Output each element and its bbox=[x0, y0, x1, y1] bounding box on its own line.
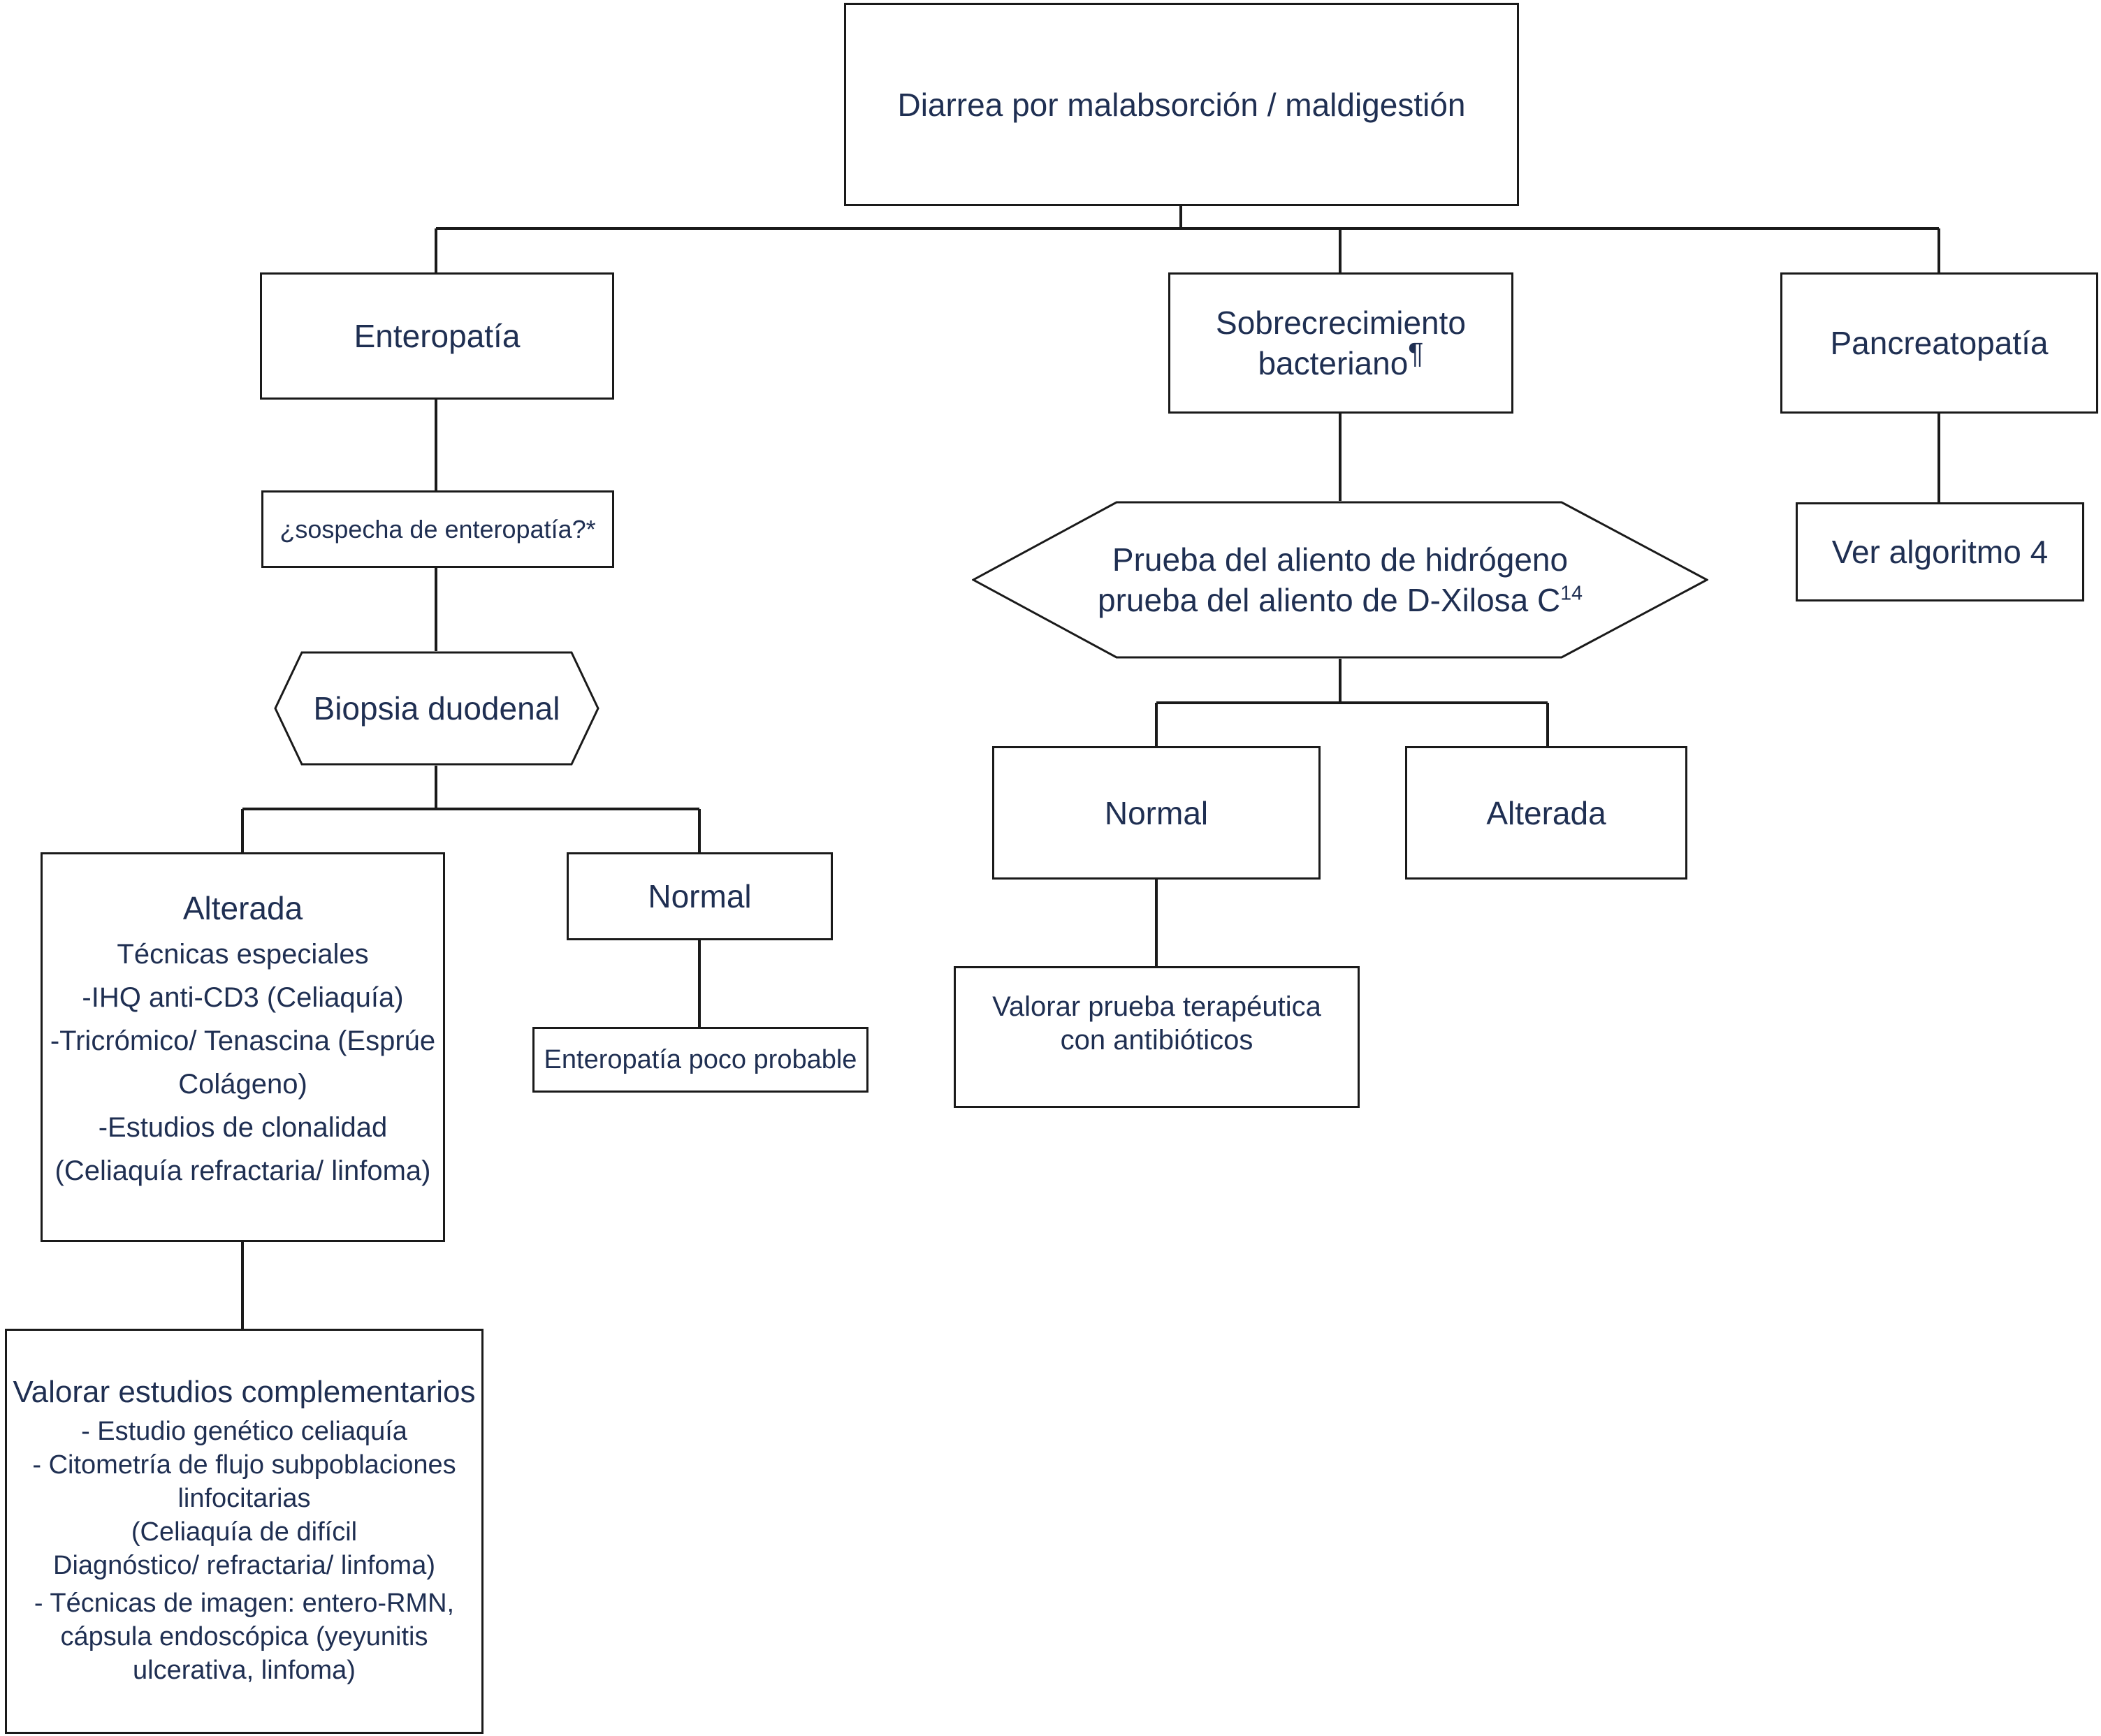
enteropatia-unlikely-label: Enteropatía poco probable bbox=[544, 1045, 857, 1074]
breath-normal-node: Normal bbox=[992, 746, 1321, 880]
see-algorithm-node: Ver algoritmo 4 bbox=[1796, 502, 2084, 601]
root-label: Diarrea por malabsorción / maldigestión bbox=[897, 86, 1466, 123]
enteropatia-unlikely-node: Enteropatía poco probable bbox=[532, 1027, 868, 1093]
complementary-studies-line: linfocitarias bbox=[177, 1484, 311, 1513]
enteropatia-question-label: ¿sospecha de enteropatía?* bbox=[279, 514, 596, 544]
enteropatia-node: Enteropatía bbox=[260, 272, 614, 400]
breath-test-line2: prueba del aliento de D-Xilosa C bbox=[1097, 582, 1561, 618]
antibiotic-trial-label: Valorar prueba terapéutica con antibióti… bbox=[992, 991, 1321, 1056]
biopsy-altered-line: (Celiaquía refractaria/ linfoma) bbox=[54, 1155, 431, 1186]
breath-test-superscript: 14 bbox=[1560, 582, 1583, 605]
see-algorithm-label: Ver algoritmo 4 bbox=[1831, 534, 2049, 570]
antibiotic-trial-node: Valorar prueba terapéutica con antibióti… bbox=[954, 966, 1360, 1108]
complementary-studies-line: - Técnicas de imagen: entero-RMN, bbox=[34, 1589, 455, 1618]
breath-altered-node: Alterada bbox=[1405, 746, 1687, 880]
enteropatia-label: Enteropatía bbox=[354, 318, 521, 354]
biopsy-altered-line: Colágeno) bbox=[178, 1069, 307, 1100]
sobrecrecimiento-label-line2: bacteriano bbox=[1258, 345, 1409, 381]
breath-test-node: Prueba del aliento de hidrógeno prueba d… bbox=[972, 501, 1708, 659]
connector-root-branches bbox=[435, 206, 1940, 272]
pilcrow-mark: ¶ bbox=[1408, 337, 1424, 370]
complementary-studies-line: cápsula endoscópica (yeyunitis bbox=[60, 1622, 428, 1651]
biopsy-altered-line: -IHQ anti-CD3 (Celiaquía) bbox=[82, 982, 404, 1013]
enteropatia-question-node: ¿sospecha de enteropatía?* bbox=[261, 490, 614, 568]
complementary-studies-node: Valorar estudios complementarios - Estud… bbox=[5, 1329, 484, 1734]
biopsy-altered-line: -Tricrómico/ Tenascina (Esprúe bbox=[50, 1026, 436, 1056]
biopsy-node: Biopsia duodenal bbox=[274, 651, 599, 766]
biopsy-label: Biopsia duodenal bbox=[313, 690, 560, 727]
complementary-studies-line: (Celiaquía de difícil bbox=[131, 1517, 358, 1547]
sobrecrecimiento-node: Sobrecrecimiento bacteriano¶ bbox=[1168, 272, 1513, 414]
biopsy-normal-label: Normal bbox=[648, 878, 752, 914]
biopsy-normal-node: Normal bbox=[567, 852, 833, 940]
breath-test-hexagon-shape bbox=[972, 501, 1708, 659]
pancreatopatia-node: Pancreatopatía bbox=[1780, 272, 2098, 414]
biopsy-altered-title: Alterada bbox=[182, 890, 303, 926]
breath-normal-label: Normal bbox=[1104, 794, 1209, 831]
biopsy-altered-line: Técnicas especiales bbox=[117, 939, 369, 970]
breath-altered-label: Alterada bbox=[1486, 794, 1606, 831]
breath-test-line2-wrap: prueba del aliento de D-Xilosa C14 bbox=[1098, 580, 1583, 620]
complementary-studies-line: Diagnóstico/ refractaria/ linfoma) bbox=[53, 1551, 435, 1580]
complementary-studies-line: - Estudio genético celiaquía bbox=[81, 1417, 407, 1446]
complementary-studies-line: - Citometría de flujo subpoblaciones bbox=[32, 1450, 456, 1480]
biopsy-altered-line: -Estudios de clonalidad bbox=[98, 1112, 388, 1143]
breath-test-line1: Prueba del aliento de hidrógeno bbox=[1112, 541, 1569, 578]
connector-test-results bbox=[1155, 659, 1549, 746]
pancreatopatia-label: Pancreatopatía bbox=[1830, 325, 2049, 361]
sobrecrecimiento-label-line1: Sobrecrecimiento bbox=[1216, 305, 1466, 341]
biopsy-hexagon-shape bbox=[274, 651, 599, 766]
root-node: Diarrea por malabsorción / maldigestión bbox=[844, 3, 1519, 206]
biopsy-altered-node: Alterada Técnicas especiales -IHQ anti-C… bbox=[41, 852, 445, 1242]
complementary-studies-title: Valorar estudios complementarios bbox=[13, 1375, 476, 1409]
complementary-studies-line: ulcerativa, linfoma) bbox=[133, 1656, 356, 1685]
sobrecrecimiento-label-line2-wrap: bacteriano¶ bbox=[1258, 339, 1423, 384]
connector-biopsy-results bbox=[241, 766, 701, 852]
